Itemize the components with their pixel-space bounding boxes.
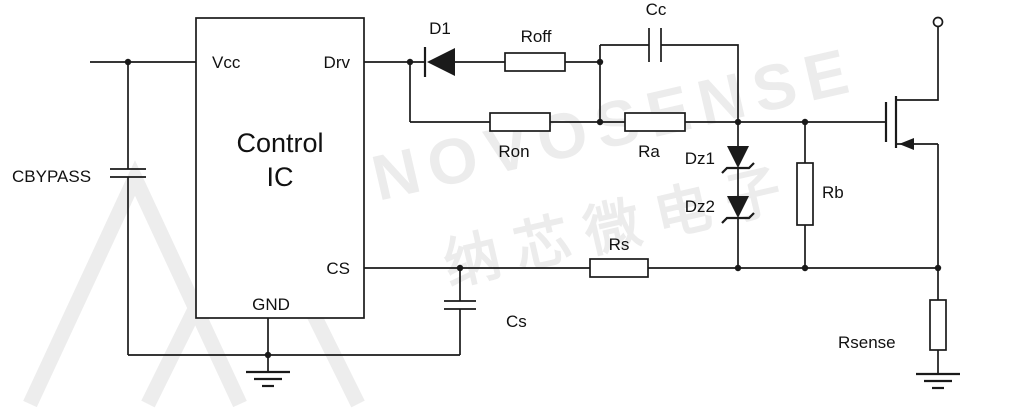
label-ra: Ra [638, 142, 660, 161]
capacitor-cc [648, 28, 662, 62]
junction-dots [124, 58, 942, 359]
ic-title-line2: IC [267, 162, 294, 192]
resistor-ron [489, 112, 551, 132]
label-ron: Ron [498, 142, 529, 161]
control-ic-box [195, 17, 365, 319]
label-cbypass: CBYPASS [12, 167, 91, 186]
label-rb: Rb [822, 183, 844, 202]
label-rs: Rs [609, 235, 630, 254]
resistor-roff [504, 52, 566, 72]
resistor-ra [624, 112, 686, 132]
ground-symbol-ic [246, 318, 290, 388]
capacitor-cs [444, 268, 476, 355]
label-roff: Roff [521, 27, 552, 46]
label-dz2: Dz2 [685, 197, 715, 216]
label-dz1: Dz1 [685, 149, 715, 168]
mosfet [884, 27, 939, 150]
label-cs: Cs [506, 312, 527, 331]
label-cc: Cc [646, 0, 667, 19]
ground-symbol-rsense [916, 372, 960, 390]
resistor-rs [589, 258, 649, 278]
watermark: NOVOSENSE 纳芯微电子 [23, 33, 864, 408]
wire-cc-right [661, 44, 739, 122]
label-d1: D1 [429, 19, 451, 38]
resistor-rb [796, 122, 814, 268]
pin-label-drv: Drv [324, 53, 351, 72]
pin-label-gnd: GND [252, 295, 290, 314]
ic-title-line1: Control [236, 128, 323, 158]
zener-dz2 [721, 168, 755, 268]
drain-terminal [932, 16, 944, 28]
resistor-rsense [929, 144, 947, 374]
diode-d1 [423, 47, 505, 77]
pin-label-cs: CS [326, 259, 350, 278]
mosfet-drain-lead [896, 27, 939, 101]
label-rsense: Rsense [838, 333, 896, 352]
mosfet-arrow-icon [899, 138, 914, 150]
capacitor-cbypass [110, 62, 146, 355]
pin-label-vcc: Vcc [212, 53, 241, 72]
